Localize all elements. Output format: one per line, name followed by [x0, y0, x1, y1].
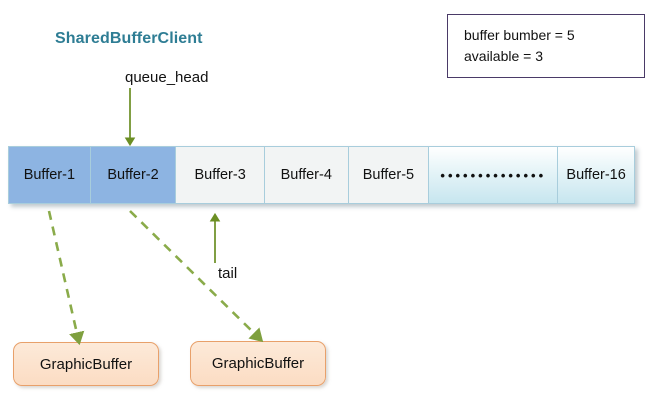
queue-head-label: queue_head	[125, 69, 209, 86]
buffer2-to-graphicbuffer-arrow	[129, 210, 264, 343]
legend-box: buffer bumber = 5 available = 3	[447, 14, 645, 78]
buffer-queue-row: Buffer-1 Buffer-2 Buffer-3 Buffer-4 Buff…	[8, 146, 635, 204]
graphic-buffer-box-1[interactable]: GraphicBuffer	[13, 342, 159, 386]
buffer1-to-graphicbuffer-arrow	[47, 210, 85, 346]
buffer-cell-3[interactable]: Buffer-3	[176, 147, 265, 203]
buffer-cell-16[interactable]: Buffer-16	[558, 147, 635, 203]
buffer-cell-1[interactable]: Buffer-1	[9, 147, 91, 203]
buffer-cell-2[interactable]: Buffer-2	[90, 147, 177, 203]
graphic-buffer-box-2[interactable]: GraphicBuffer	[190, 341, 326, 386]
legend-buffer-number: buffer bumber = 5	[464, 27, 575, 43]
buffer-cell-5[interactable]: Buffer-5	[348, 147, 430, 203]
buffer-cell-4[interactable]: Buffer-4	[264, 147, 349, 203]
buffer-cells-ellipsis: ••••••••••••••	[429, 147, 559, 203]
page-title: SharedBufferClient	[55, 30, 203, 47]
tail-label: tail	[218, 265, 238, 282]
legend-available: available = 3	[464, 48, 544, 64]
